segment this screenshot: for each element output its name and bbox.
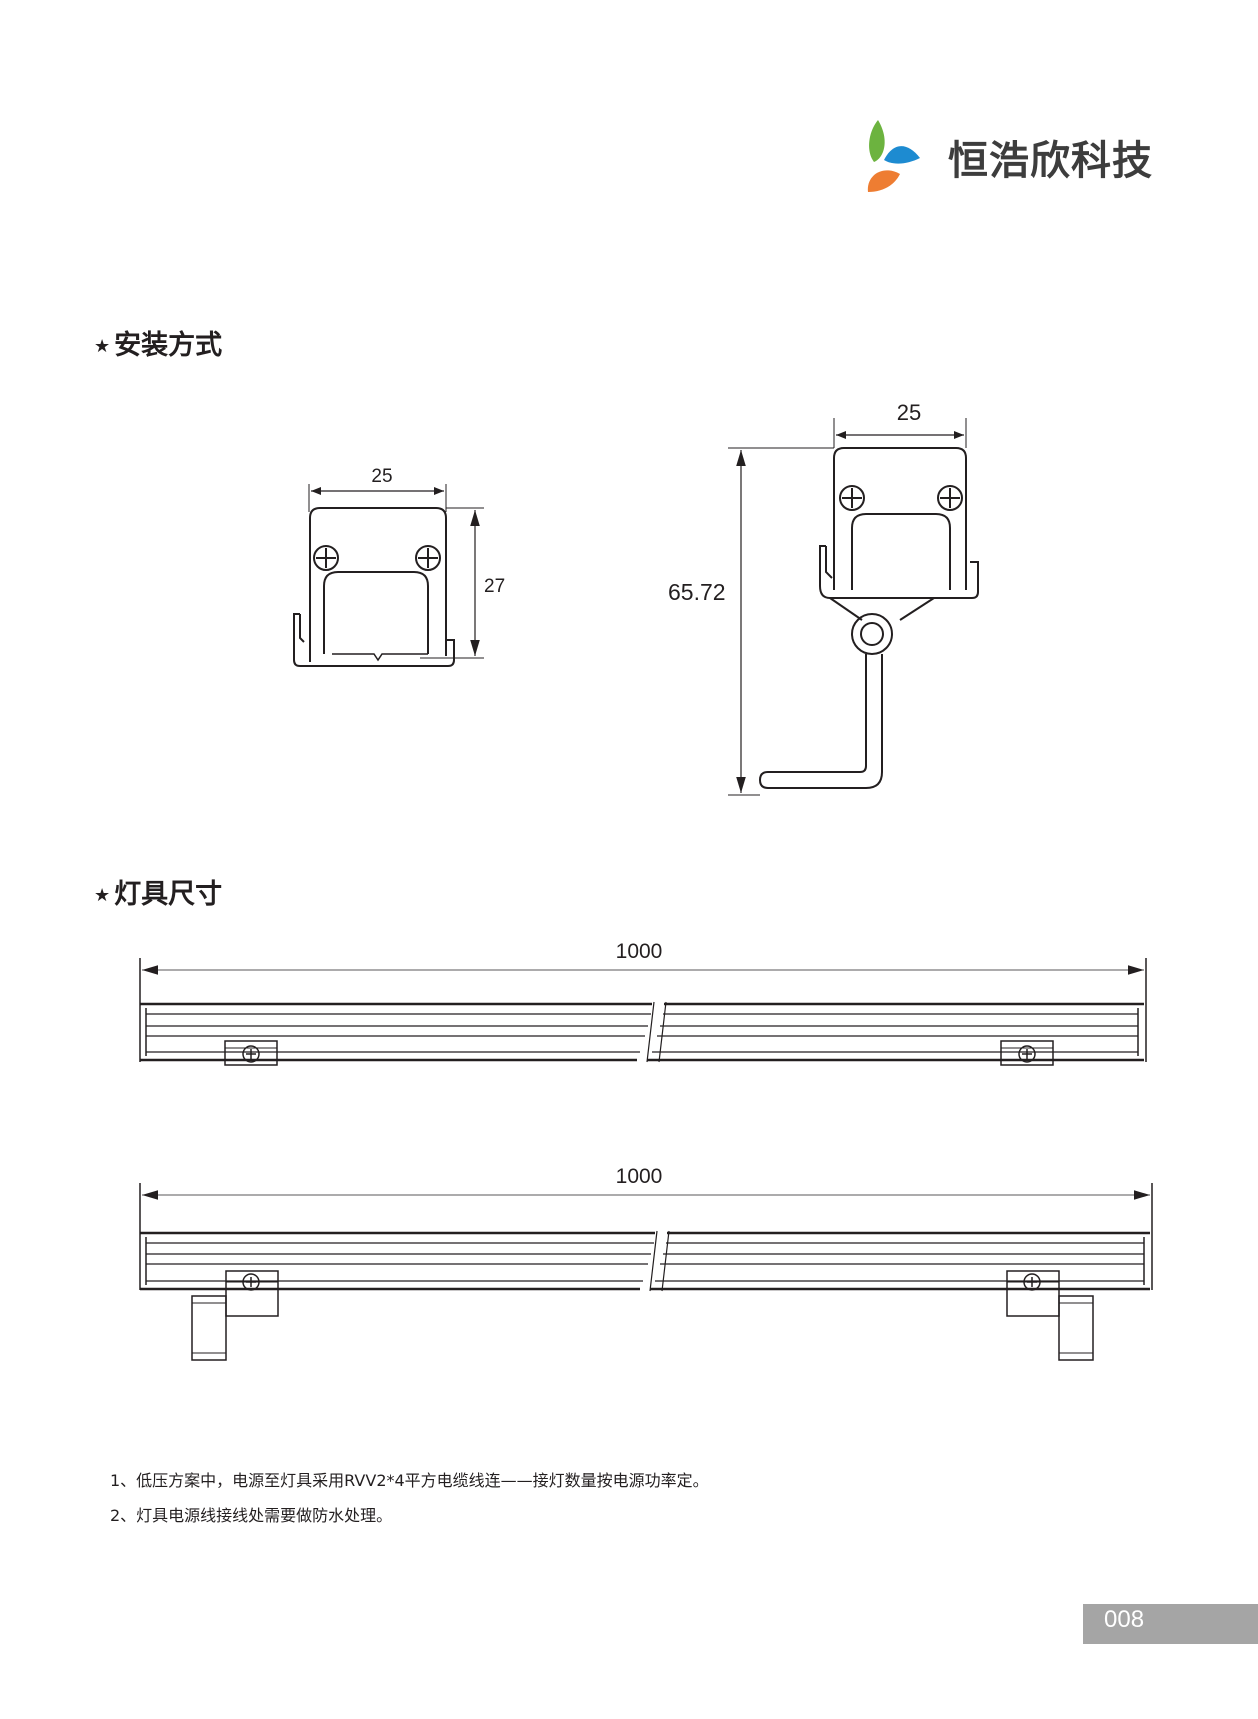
fixture-top-length-label: 1000 xyxy=(616,940,663,963)
bracket-hook-height-label: 65.72 xyxy=(668,579,726,605)
fixture-top-drawing xyxy=(139,958,1147,1066)
bracket-hook-width-label: 25 xyxy=(897,400,921,425)
fixture-bottom-drawing xyxy=(139,1183,1153,1361)
note-2: 2、灯具电源线接线处需要做防水处理。 xyxy=(110,1506,393,1525)
company-name: 恒浩欣科技 xyxy=(948,138,1153,184)
star-icon: ★ xyxy=(94,885,111,906)
fixture-bottom-length-label: 1000 xyxy=(616,1165,663,1188)
note-1: 1、低压方案中，电源至灯具采用RVV2*4平方电缆线连——接灯数量按电源功率定。 xyxy=(110,1471,709,1490)
bracket-small-drawing xyxy=(293,484,484,667)
company-logo-icon xyxy=(867,120,920,192)
page-number: 008 xyxy=(1104,1606,1145,1633)
star-icon: ★ xyxy=(94,336,111,357)
bracket-hook-drawing xyxy=(728,418,979,796)
bracket-small-width-label: 25 xyxy=(371,466,392,487)
bracket-small-height-label: 27 xyxy=(484,576,505,597)
dimensions-title: 灯具尺寸 xyxy=(114,879,223,910)
section-title-installation: ★安装方式 xyxy=(94,323,222,362)
installation-title: 安装方式 xyxy=(114,330,223,361)
page-number-bar xyxy=(1083,1604,1258,1644)
section-title-dimensions: ★灯具尺寸 xyxy=(94,872,222,911)
